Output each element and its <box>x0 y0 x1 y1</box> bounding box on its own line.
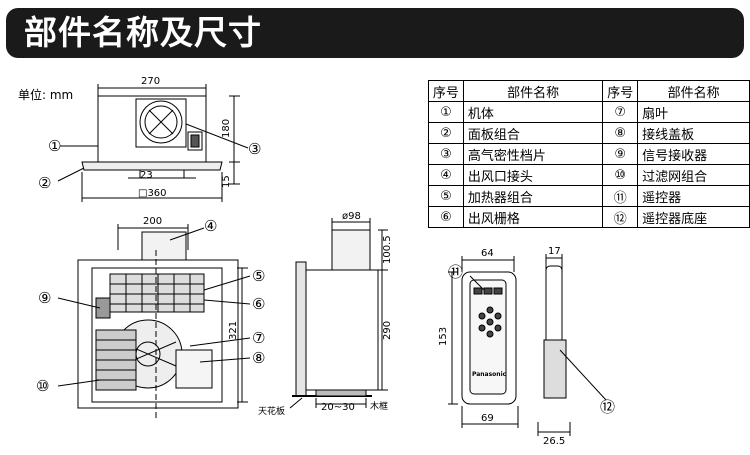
dim-drop-23: 23 <box>140 170 153 181</box>
part-name: 加热器组合 <box>462 185 604 207</box>
dim-remote-height: 153 <box>438 327 449 346</box>
dim-remote-width: 64 <box>481 248 494 259</box>
label-wood-frame: 木框 <box>370 400 388 412</box>
dim-panel-15: 15 <box>221 175 232 188</box>
callout-8: ⑧ <box>252 349 265 367</box>
part-name: 接线盖板 <box>637 122 750 144</box>
table-row: ② 面板组合 ⑧ 接线盖板 <box>428 122 750 144</box>
dim-side-height: 290 <box>382 321 393 340</box>
dim-height-180: 180 <box>221 119 232 138</box>
part-number: ⑫ <box>602 206 639 228</box>
callout-9: ⑨ <box>38 289 51 307</box>
dim-depth-321: 321 <box>228 321 239 340</box>
part-name: 遥控器 <box>637 185 750 207</box>
table-row: ③ 高气密性档片 ⑨ 信号接收器 <box>428 143 750 165</box>
title-banner: 部件名称及尺寸 <box>6 8 744 58</box>
callout-10: ⑩ <box>36 377 49 395</box>
part-name: 出风栅格 <box>462 206 604 228</box>
page-title: 部件名称及尺寸 <box>24 13 262 52</box>
callout-1: ① <box>48 137 61 155</box>
unit-label: 单位: mm <box>18 88 74 102</box>
brand-label: Panasonic <box>472 371 507 378</box>
part-name: 出风口接头 <box>462 164 604 186</box>
dim-base-depth: 26.5 <box>543 436 565 447</box>
dim-panel-360: □360 <box>138 188 167 199</box>
dim-duct-length: 100.5 <box>382 235 393 264</box>
dim-remote-bottom: 69 <box>481 413 494 424</box>
callout-12: ⑫ <box>600 398 615 416</box>
table-row: ④ 出风口接头 ⑩ 过滤网组合 <box>428 164 750 186</box>
part-name: 高气密性档片 <box>462 143 604 165</box>
dim-gap: 20~30 <box>321 402 355 413</box>
callout-6: ⑥ <box>252 295 265 313</box>
header-name-2: 部件名称 <box>637 80 750 102</box>
dim-duct-diameter: ø98 <box>342 211 361 222</box>
dim-width-270: 270 <box>141 76 160 87</box>
callout-7: ⑦ <box>252 329 265 347</box>
table-row: ⑤ 加热器组合 ⑪ 遥控器 <box>428 185 750 207</box>
callout-2: ② <box>38 174 51 192</box>
part-name: 遥控器底座 <box>637 206 750 228</box>
part-name: 扇叶 <box>637 101 750 123</box>
callout-4: ④ <box>204 217 217 235</box>
parts-table: 序号 部件名称 序号 部件名称 ① 机体 ⑦ 扇叶 ② 面板组合 ⑧ 接线盖板 … <box>428 80 750 228</box>
callout-3: ③ <box>248 140 261 158</box>
callout-5: ⑤ <box>252 267 265 285</box>
table-row: ⑥ 出风栅格 ⑫ 遥控器底座 <box>428 206 750 228</box>
label-ceiling: 天花板 <box>258 405 285 417</box>
callout-11: ⑪ <box>448 263 463 281</box>
dim-remote-depth: 17 <box>548 246 561 257</box>
part-name: 信号接收器 <box>637 143 750 165</box>
table-header-row: 序号 部件名称 序号 部件名称 <box>428 80 750 102</box>
dim-duct-200: 200 <box>143 216 162 227</box>
